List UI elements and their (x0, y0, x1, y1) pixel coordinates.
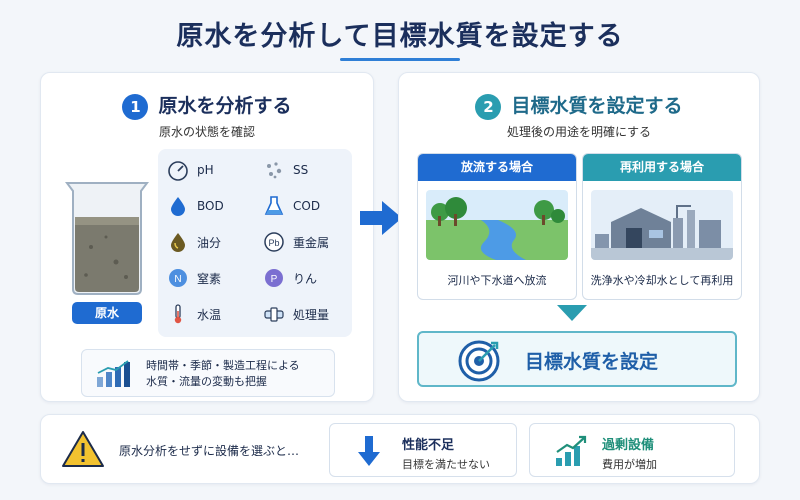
param-heavy-metal: Pb 重金属 (262, 229, 329, 255)
step2-header: 2 目標水質を設定する (399, 91, 759, 120)
step1-title: 原水を分析する (158, 95, 292, 117)
note-line1: 時間帯・季節・製造工程による (146, 359, 300, 372)
oil-drop-icon (166, 230, 190, 254)
down-arrow-icon (557, 305, 587, 321)
reuse-case-caption: 洗浄水や冷却水として再利用 (590, 274, 734, 287)
excess-equipment-box: 過剰設備 費用が増加 (529, 423, 735, 477)
step2-title: 目標水質を設定する (511, 95, 683, 117)
p-icon: P (262, 266, 286, 290)
step2-panel: 2 目標水質を設定する 処理後の用途を明確にする 放流する場合 河川や下水道へ放流… (398, 72, 760, 402)
target-quality-text: 目標水質を設定 (525, 351, 659, 373)
insufficient-performance-box: 性能不足 目標を満たせない (329, 423, 517, 477)
param-flow-volume: 処理量 (262, 301, 329, 327)
title-underline (340, 58, 460, 61)
bar-chart-icon (97, 360, 130, 387)
down-arrow-icon (358, 436, 380, 466)
target-icon (458, 340, 500, 382)
right-arrow-icon (360, 201, 402, 235)
flask-icon (262, 194, 286, 218)
svg-text:P: P (271, 274, 278, 285)
drop-icon (166, 194, 190, 218)
param-phosphorus: P りん (262, 265, 317, 291)
param-cod: COD (262, 193, 320, 219)
step1-subtitle: 原水の状態を確認 (158, 125, 255, 139)
page-title: 原水を分析して目標水質を設定する (176, 21, 624, 52)
reuse-case-card: 再利用する場合 洗浄水や冷却水として再利用 (582, 153, 742, 300)
param-ss: SS (262, 157, 308, 183)
discharge-case-card: 放流する場合 河川や下水道へ放流 (417, 153, 577, 300)
step1-panel: 1 原水を分析する 原水の状態を確認 原水 pH SS BOD COD 油分 (40, 72, 374, 402)
target-quality-box: 目標水質を設定 (417, 331, 737, 387)
n-icon: N (166, 266, 190, 290)
param-bod: BOD (166, 193, 224, 219)
reuse-case-title: 再利用する場合 (583, 154, 741, 181)
param-oil: 油分 (166, 229, 221, 255)
factory-illustration (591, 190, 733, 260)
param-nitrogen: N 窒素 (166, 265, 221, 291)
step2-number: 2 (475, 93, 502, 120)
step2-subtitle: 処理後の用途を明確にする (506, 125, 652, 139)
note-line2: 水質・流量の変動も把握 (146, 375, 267, 388)
insufficient-performance-title: 性能不足 (402, 438, 455, 453)
variation-note: 時間帯・季節・製造工程による 水質・流量の変動も把握 (81, 349, 335, 397)
particles-icon (262, 158, 286, 182)
excess-equipment-sub: 費用が増加 (602, 458, 657, 471)
step1-header: 1 原水を分析する (41, 91, 373, 120)
pipe-icon (262, 302, 286, 326)
step1-number: 1 (122, 93, 149, 120)
beaker-illustration (65, 182, 149, 295)
gauge-icon (166, 158, 190, 182)
discharge-case-caption: 河川や下水道へ放流 (447, 274, 547, 287)
excess-equipment-title: 過剰設備 (602, 438, 655, 453)
river-illustration (426, 190, 568, 260)
svg-text:N: N (174, 274, 181, 285)
discharge-case-title: 放流する場合 (418, 154, 576, 181)
parameter-grid: pH SS BOD COD 油分 Pb 重金属 N 窒素 P りん (158, 149, 352, 337)
svg-text:Pb: Pb (268, 238, 279, 248)
warning-icon (62, 431, 104, 467)
thermometer-icon (166, 302, 190, 326)
warning-panel: 原水分析をせずに設備を選ぶと… 性能不足 目標を満たせない 過剰設備 費用が増加 (40, 414, 760, 484)
warning-text: 原水分析をせずに設備を選ぶと… (119, 444, 300, 458)
param-ph: pH (166, 157, 214, 183)
rising-chart-icon (556, 435, 587, 466)
param-water-temp: 水温 (166, 301, 221, 327)
pb-icon: Pb (262, 230, 286, 254)
raw-water-badge: 原水 (72, 302, 142, 324)
insufficient-performance-sub: 目標を満たせない (402, 458, 490, 471)
